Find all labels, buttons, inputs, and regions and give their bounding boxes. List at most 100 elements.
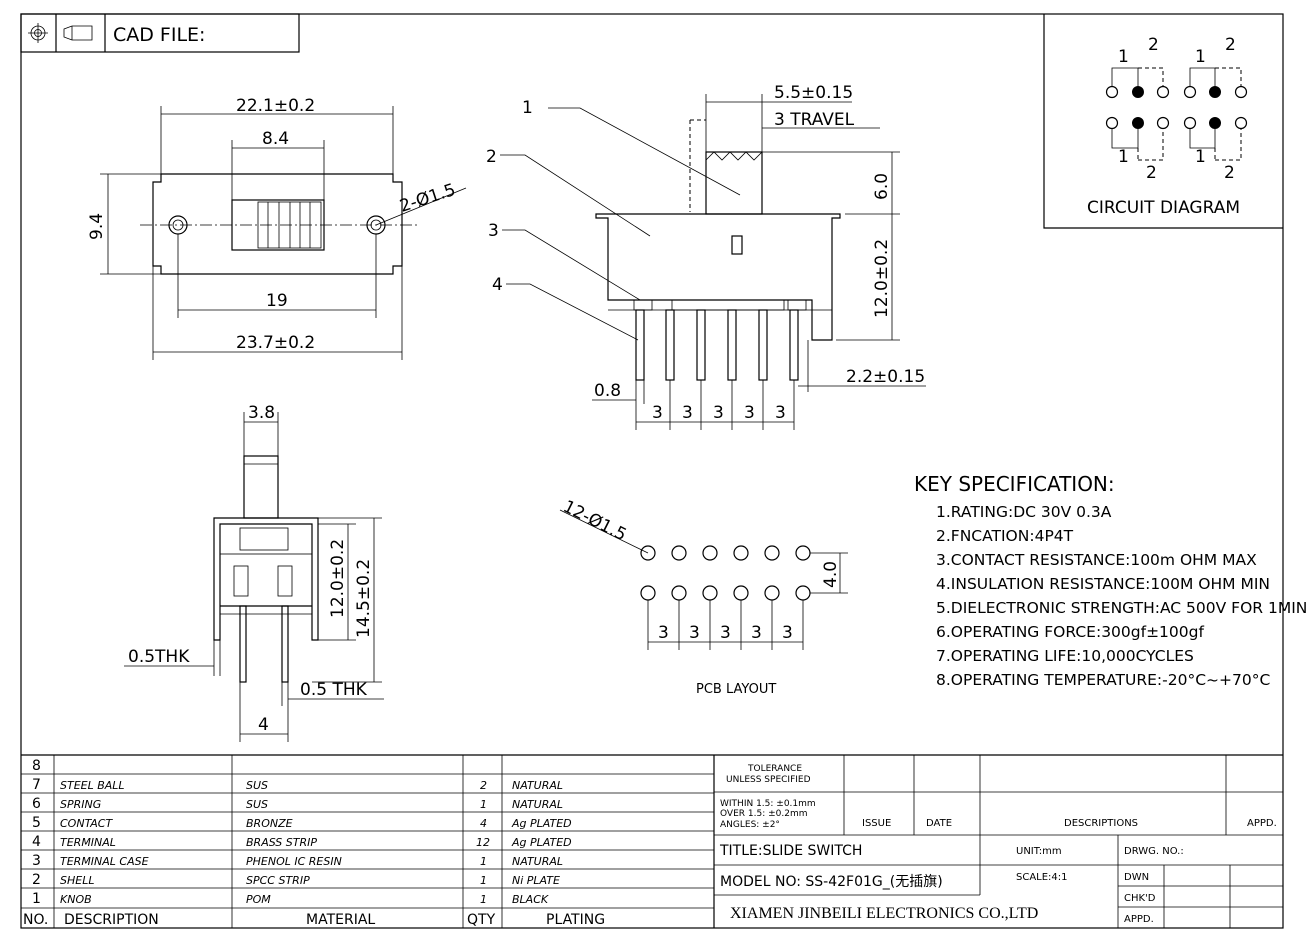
bom-row-material: PHENOL IC RESIN bbox=[246, 855, 342, 868]
top-view: 22.1±0.2 8.4 9.4 2-Ø1.5 19 23.7±0.2 bbox=[87, 96, 467, 360]
model-number: MODEL NO: SS-42F01G_(无插旗) bbox=[720, 874, 943, 890]
date-label: DATE bbox=[926, 818, 952, 829]
projection-symbol-icon bbox=[28, 23, 93, 43]
bom-header-description: DESCRIPTION bbox=[64, 912, 159, 928]
circuit-label-bottom-4: 2 bbox=[1224, 163, 1235, 183]
bom-row-plating: NATURAL bbox=[512, 779, 563, 792]
scale-label: SCALE:4:1 bbox=[1016, 872, 1068, 883]
bom-row-material: BRONZE bbox=[246, 817, 293, 830]
key-specification: KEY SPECIFICATION: 1.RATING:DC 30V 0.3A … bbox=[914, 472, 1307, 689]
bom-table: 8 7 STEEL BALL SUS 2 NATURAL 6 SPRING SU… bbox=[21, 754, 1283, 928]
circuit-contacts bbox=[1105, 85, 1248, 130]
drawing-frame bbox=[20, 13, 1284, 929]
pcb-layout: 12-Ø1.5 4.0 3 3 3 3 3 PCB LAYOUT bbox=[560, 497, 848, 697]
key-spec-item-5: 5.DIELECTRONIC STRENGTH:AC 500V FOR 1MIN bbox=[936, 599, 1307, 617]
circuit-label-top-2: 2 bbox=[1148, 35, 1159, 55]
dwn-label: DWN bbox=[1124, 872, 1149, 883]
dim-pcb-pitch-3: 3 bbox=[720, 623, 731, 643]
key-spec-item-1: 1.RATING:DC 30V 0.3A bbox=[936, 503, 1112, 521]
dim-knob: 5.5±0.15 bbox=[774, 83, 853, 103]
side-view: 1 2 3 4 5.5±0.15 3 TRAVEL 6.0 12.0±0.2 2… bbox=[486, 83, 926, 430]
callout-4: 4 bbox=[492, 275, 503, 295]
dim-pin-thk: 0.5 THK bbox=[300, 680, 368, 700]
circuit-diagram-title: CIRCUIT DIAGRAM bbox=[1087, 198, 1240, 218]
callout-1: 1 bbox=[522, 98, 533, 118]
key-spec-item-4: 4.INSULATION RESISTANCE:100M OHM MIN bbox=[936, 575, 1270, 593]
bom-row-no: 2 bbox=[32, 872, 41, 888]
bom-row-desc: SPRING bbox=[60, 798, 101, 811]
key-spec-item-7: 7.OPERATING LIFE:10,000CYCLES bbox=[936, 647, 1194, 665]
bom-row-no: 1 bbox=[32, 891, 41, 907]
bom-header-qty: QTY bbox=[467, 912, 496, 928]
circuit-diagram: 1 2 1 2 1 2 1 2 CIRCUIT DIAGRAM bbox=[1043, 14, 1283, 229]
callout-2: 2 bbox=[486, 147, 497, 167]
dim-pcb-pitch-1: 3 bbox=[658, 623, 669, 643]
bom-row-qty: 1 bbox=[480, 874, 487, 887]
dim-body-h1: 12.0±0.2 bbox=[328, 539, 348, 618]
dim-outer-length: 23.7±0.2 bbox=[236, 333, 315, 353]
circuit-label-bottom-3: 1 bbox=[1195, 147, 1206, 167]
circuit-label-bottom-1: 1 bbox=[1118, 147, 1129, 167]
bom-row-no: 8 bbox=[32, 758, 41, 774]
dim-pin-pitch-3: 3 bbox=[713, 403, 724, 423]
bom-row-qty: 1 bbox=[480, 855, 487, 868]
bom-row-material: SPCC STRIP bbox=[246, 874, 310, 887]
company-name: XIAMEN JINBEILI ELECTRONICS CO.,LTD bbox=[730, 905, 1038, 922]
dim-pcb-pitch-2: 3 bbox=[689, 623, 700, 643]
dim-knob-height: 6.0 bbox=[872, 173, 892, 200]
bom-row-plating: Ag PLATED bbox=[511, 817, 572, 830]
bom-row-plating: Ag PLATED bbox=[511, 836, 572, 849]
tolerance-l2: UNLESS SPECIFIED bbox=[726, 775, 811, 785]
tolerance-within: WITHIN 1.5: ±0.1mm bbox=[720, 799, 816, 809]
circuit-label-top-4: 2 bbox=[1225, 35, 1236, 55]
dim-body-height: 12.0±0.2 bbox=[872, 239, 892, 318]
bom-row-plating: NATURAL bbox=[512, 798, 563, 811]
bom-row-no: 4 bbox=[32, 834, 41, 850]
dim-pin-space: 4 bbox=[258, 715, 269, 735]
drwg-no-label: DRWG. NO.: bbox=[1124, 846, 1184, 857]
dim-height: 9.4 bbox=[87, 213, 107, 240]
dim-body-h2: 14.5±0.2 bbox=[354, 559, 374, 638]
pins bbox=[635, 309, 799, 381]
dim-pin-pitch-4: 3 bbox=[744, 403, 755, 423]
chkd-label: CHK'D bbox=[1124, 893, 1156, 904]
bom-row-desc: KNOB bbox=[60, 893, 92, 906]
dim-row-pitch: 4.0 bbox=[821, 561, 841, 588]
tolerance-angles: ANGLES: ±2° bbox=[720, 820, 780, 830]
bom-row-desc: SHELL bbox=[60, 874, 94, 887]
unit-label: UNIT:mm bbox=[1016, 846, 1062, 857]
end-view: 3.8 12.0±0.2 14.5±0.2 0.5THK 0.5 THK 4 bbox=[124, 403, 384, 742]
bom-header-material: MATERIAL bbox=[306, 912, 375, 928]
pcb-layout-title: PCB LAYOUT bbox=[696, 682, 776, 697]
bom-row-qty: 1 bbox=[480, 798, 487, 811]
bom-header-no: NO. bbox=[23, 912, 48, 928]
bom-row-material: SUS bbox=[246, 779, 268, 792]
drawing-title: TITLE:SLIDE SWITCH bbox=[719, 843, 862, 859]
dim-travel: 3 TRAVEL bbox=[774, 110, 855, 130]
dim-pcb-pitch-5: 3 bbox=[782, 623, 793, 643]
appd-col-label: APPD. bbox=[1247, 818, 1277, 829]
circuit-label-bottom-2: 2 bbox=[1146, 163, 1157, 183]
dim-pin-width: 0.8 bbox=[594, 381, 621, 401]
bom-row-desc: CONTACT bbox=[60, 817, 113, 830]
dim-pcb-holes: 12-Ø1.5 bbox=[560, 497, 630, 546]
bom-row-desc: TERMINAL bbox=[60, 836, 116, 849]
circuit-label-top-3: 1 bbox=[1195, 47, 1206, 67]
circuit-label-top-1: 1 bbox=[1118, 47, 1129, 67]
dim-slot-width: 8.4 bbox=[262, 129, 289, 149]
dim-shell-thk: 0.5THK bbox=[128, 647, 190, 667]
cad-file-label: CAD FILE: bbox=[113, 24, 205, 46]
bom-row-plating: Ni PLATE bbox=[512, 874, 560, 887]
callout-3: 3 bbox=[488, 221, 499, 241]
bom-row-no: 7 bbox=[32, 777, 41, 793]
dim-holes-top: 2-Ø1.5 bbox=[397, 180, 458, 217]
bom-row-no: 6 bbox=[32, 796, 41, 812]
tolerance-over: OVER 1.5: ±0.2mm bbox=[720, 809, 807, 819]
bom-row-qty: 12 bbox=[476, 836, 490, 849]
dim-overall-length: 22.1±0.2 bbox=[236, 96, 315, 116]
pcb-holes bbox=[640, 545, 811, 601]
dim-pin-offset: 2.2±0.15 bbox=[846, 367, 925, 387]
bom-row-plating: BLACK bbox=[512, 893, 549, 906]
key-spec-item-8: 8.OPERATING TEMPERATURE:-20°C~+70°C bbox=[936, 671, 1270, 689]
